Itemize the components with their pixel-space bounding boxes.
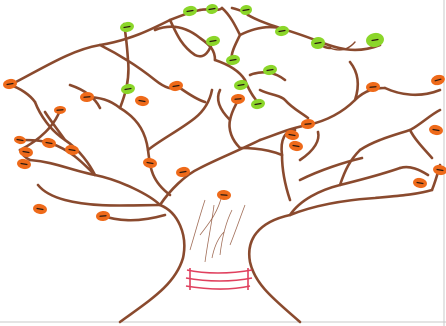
orange-leaf: [217, 189, 232, 200]
orange-leaf: [18, 146, 34, 158]
orange-leaf: [301, 118, 316, 129]
trunk: [120, 195, 300, 322]
ribbon: [186, 268, 252, 290]
green-leaf: [119, 21, 135, 33]
green-leaf: [239, 4, 253, 16]
green-leaf: [365, 32, 385, 49]
orange-leaf: [288, 140, 304, 152]
orange-leaf: [134, 95, 150, 107]
orange-leaf: [412, 177, 428, 189]
green-leaf: [120, 83, 136, 95]
orange-leaf: [32, 203, 48, 215]
green-leaf: [250, 98, 266, 110]
orange-leaf: [80, 91, 95, 102]
orange-leaf: [96, 210, 111, 221]
orange-leaf: [142, 157, 158, 169]
orange-leaf: [41, 137, 57, 149]
orange-leaf: [428, 124, 444, 136]
orange-leaves: [2, 73, 446, 221]
orange-leaf: [54, 105, 67, 114]
green-leaf: [205, 3, 219, 15]
orange-leaf: [64, 144, 80, 156]
orange-leaf: [13, 135, 26, 145]
orange-leaf: [231, 93, 246, 104]
